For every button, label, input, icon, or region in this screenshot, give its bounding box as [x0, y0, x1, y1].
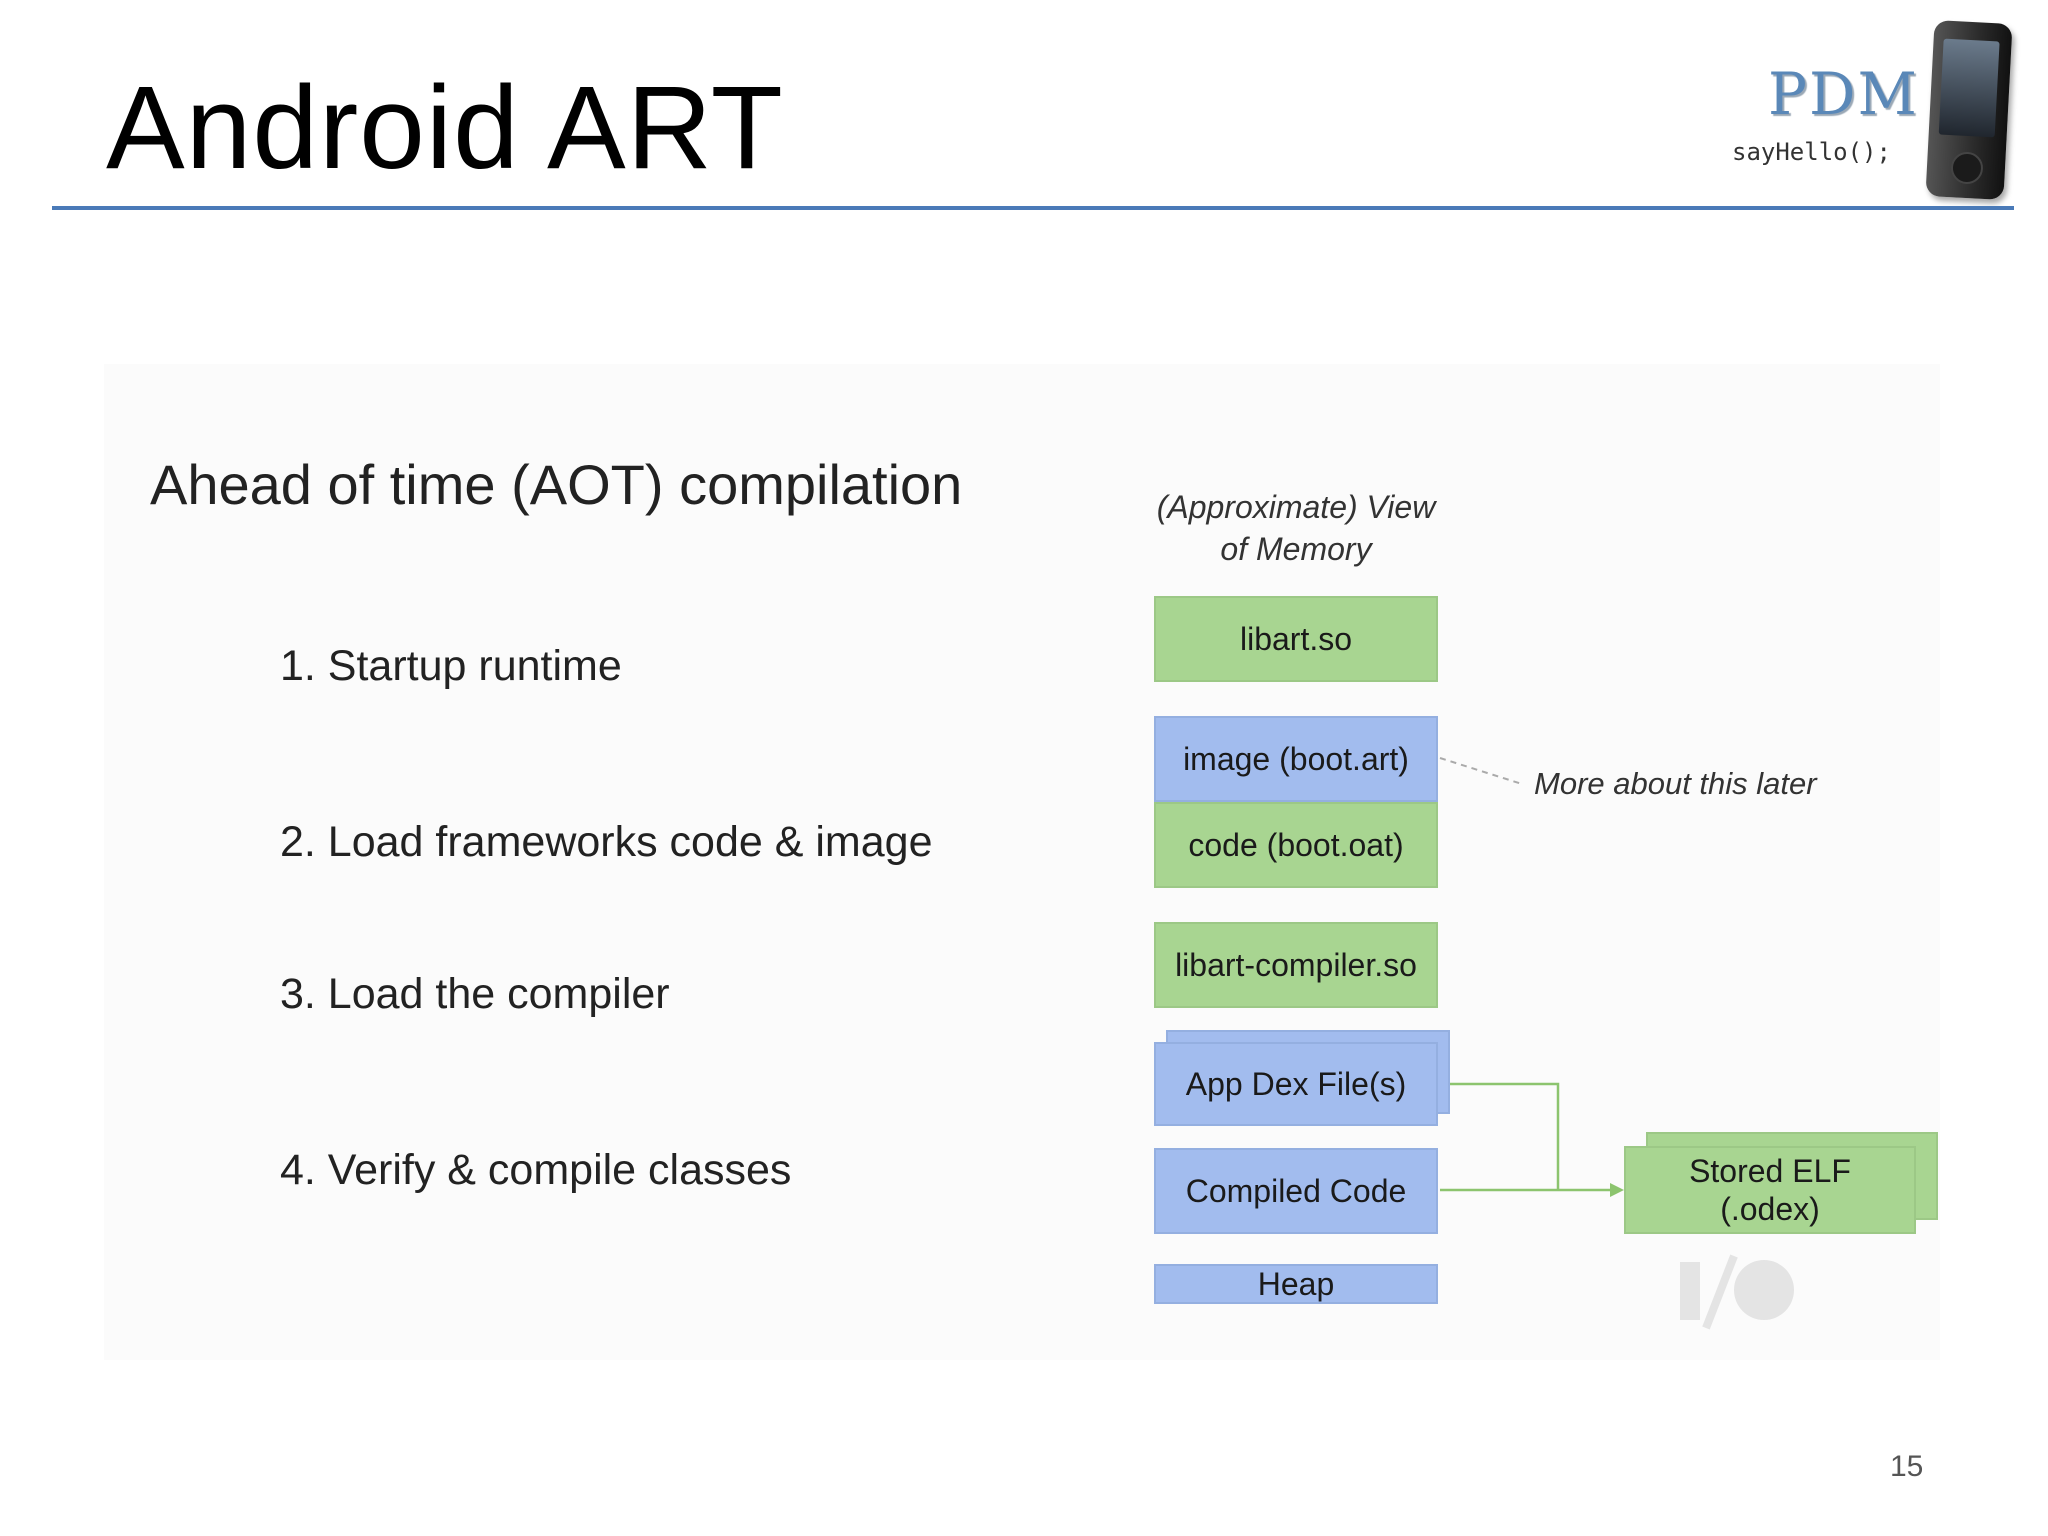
google-io-logo — [1680, 1254, 1794, 1330]
more-later-note: More about this later — [1534, 766, 1817, 801]
note-leader-line — [1439, 757, 1523, 785]
memory-block-boot-oat: code (boot.oat) — [1154, 802, 1438, 888]
memory-block-compiled-code: Compiled Code — [1154, 1148, 1438, 1234]
memory-caption-line2: of Memory — [1220, 531, 1372, 567]
memory-block-libart-compiler: libart-compiler.so — [1154, 922, 1438, 1008]
step-load-compiler: 3. Load the compiler — [280, 970, 670, 1018]
io-logo-slash — [1702, 1254, 1738, 1330]
step-verify-compile: 4. Verify & compile classes — [280, 1146, 792, 1194]
memory-caption: (Approximate) View of Memory — [1126, 486, 1466, 570]
memory-caption-line1: (Approximate) View — [1156, 489, 1436, 525]
stored-elf-box: Stored ELF (.odex) — [1624, 1146, 1916, 1234]
stored-elf-line1: Stored ELF — [1689, 1153, 1851, 1189]
memory-block-heap: Heap — [1154, 1264, 1438, 1304]
step-load-frameworks: 2. Load frameworks code & image — [280, 818, 933, 866]
page-number: 15 — [1890, 1450, 1924, 1483]
memory-block-boot-art: image (boot.art) — [1154, 716, 1438, 802]
elf-arrowhead — [1610, 1183, 1624, 1197]
logo-subtitle: sayHello(); — [1732, 138, 1891, 166]
io-logo-bar — [1680, 1262, 1700, 1320]
stored-elf-line2: (.odex) — [1720, 1191, 1820, 1227]
step-startup-runtime: 1. Startup runtime — [280, 642, 622, 690]
memory-block-app-dex: App Dex File(s) — [1154, 1042, 1438, 1126]
dex-to-elf-connector — [1450, 1082, 1560, 1190]
logo-text: PDM — [1768, 60, 1919, 128]
memory-block-libart: libart.so — [1154, 596, 1438, 682]
slide-title: Android ART — [106, 62, 784, 194]
io-logo-circle — [1734, 1260, 1794, 1320]
title-divider — [52, 206, 2014, 210]
pdm-logo: PDM sayHello(); — [1728, 18, 2028, 204]
aot-heading: Ahead of time (AOT) compilation — [150, 453, 963, 516]
